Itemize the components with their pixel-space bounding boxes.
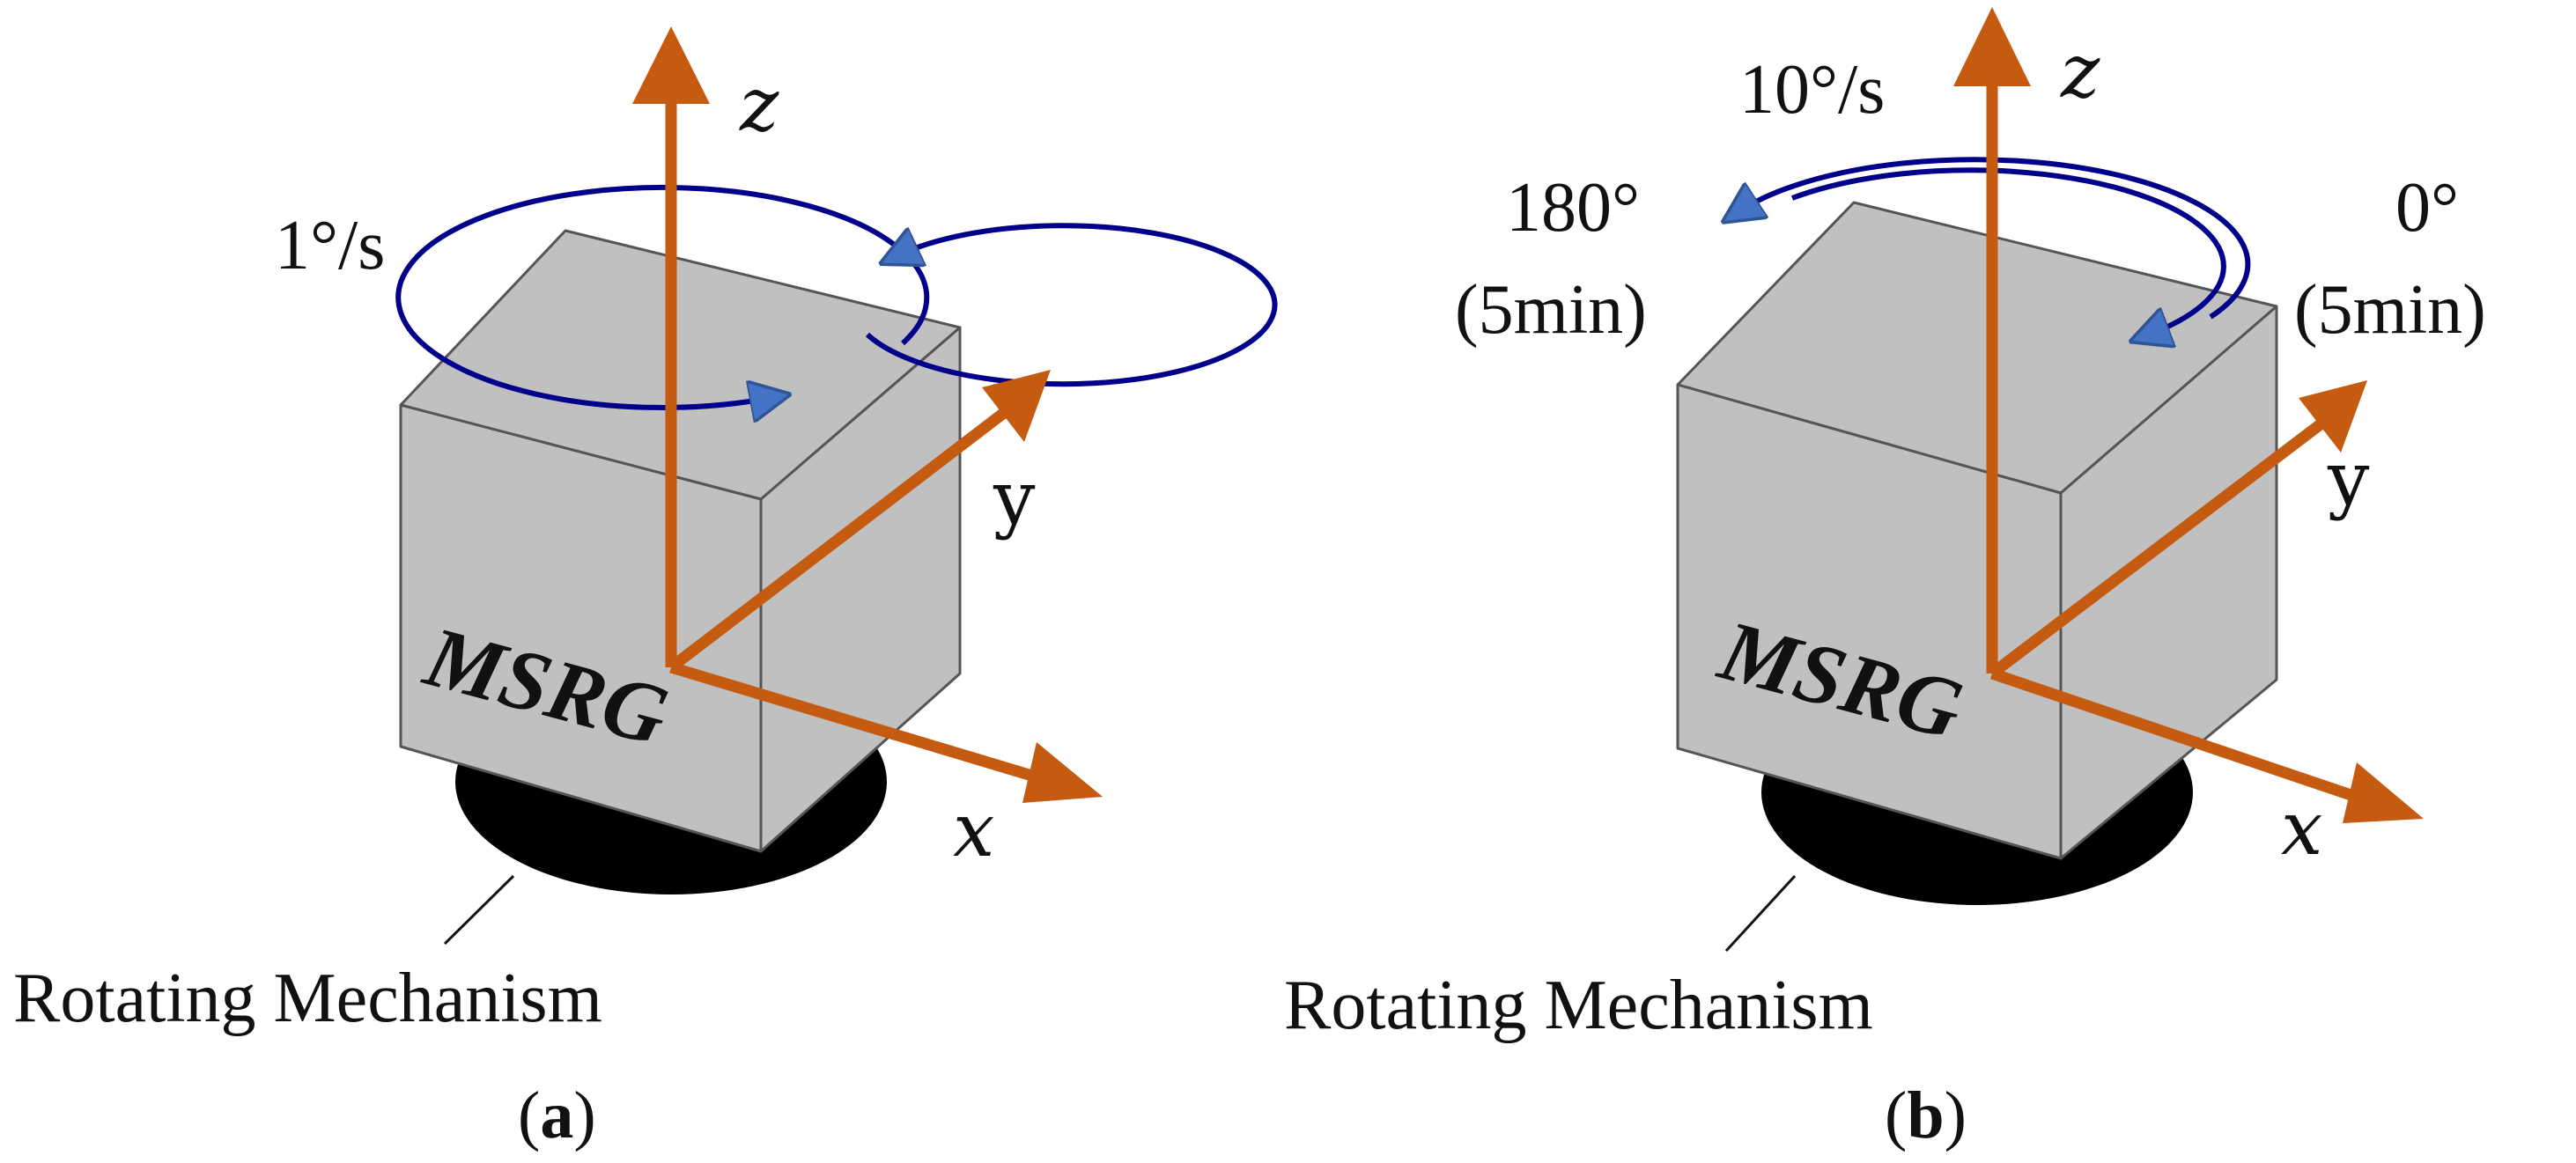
inner-rotation-arc — [865, 223, 1278, 387]
rotation-arrow — [395, 184, 1278, 408]
y-axis-label: y — [2327, 436, 2370, 522]
x-axis-line — [1989, 667, 2372, 807]
panel-label: (a) — [518, 1078, 596, 1152]
mechanism-leader-line — [1724, 874, 1797, 953]
mechanism-leader-line — [443, 874, 515, 946]
x-axis-arrowhead — [1022, 742, 1103, 803]
panel-label: (b) — [1885, 1078, 1967, 1152]
y-axis-line — [1989, 416, 2329, 679]
x-axis-arrowhead — [2343, 762, 2424, 823]
z-axis-label: z — [2060, 28, 2100, 114]
cube-right-face — [759, 326, 962, 853]
x-axis-label: x — [2281, 785, 2322, 872]
y-axis-line — [668, 404, 1012, 673]
mechanism-label: Rotating Mechanism — [1284, 967, 1873, 1044]
z-axis-label: z — [739, 62, 779, 148]
mechanism-label: Rotating Mechanism — [13, 960, 602, 1037]
end-duration-label: (5min) — [2294, 271, 2486, 349]
x-axis-label: x — [953, 787, 994, 873]
start-duration-label: (5min) — [1455, 271, 1647, 349]
inner-rotation-arc — [1790, 167, 2226, 335]
y-axis-label: y — [993, 455, 1036, 541]
rotation-rate-label: 10°/s — [1739, 51, 1885, 129]
y-axis-arrowhead — [2299, 380, 2367, 453]
panel-a: z 1°/s y x MSRG Rotating Mechanism (a) — [13, 26, 1278, 1152]
axes — [665, 97, 1054, 788]
panel-b: z 10°/s 180° (5min) 0° (5min) y x MSRG R… — [1284, 7, 2486, 1152]
rotation-rate-label: 1°/s — [275, 207, 385, 284]
start-angle-label: 180° — [1506, 169, 1640, 247]
x-axis-line — [669, 661, 1054, 788]
z-axis-arrowhead — [632, 26, 710, 104]
axes — [1986, 79, 2372, 807]
end-angle-label: 0° — [2395, 169, 2459, 247]
outer-rotation-arc — [1739, 157, 2251, 320]
rotation-arrow — [1739, 157, 2251, 335]
y-axis-arrowhead — [982, 370, 1051, 442]
z-axis-arrowhead — [1953, 7, 2031, 86]
